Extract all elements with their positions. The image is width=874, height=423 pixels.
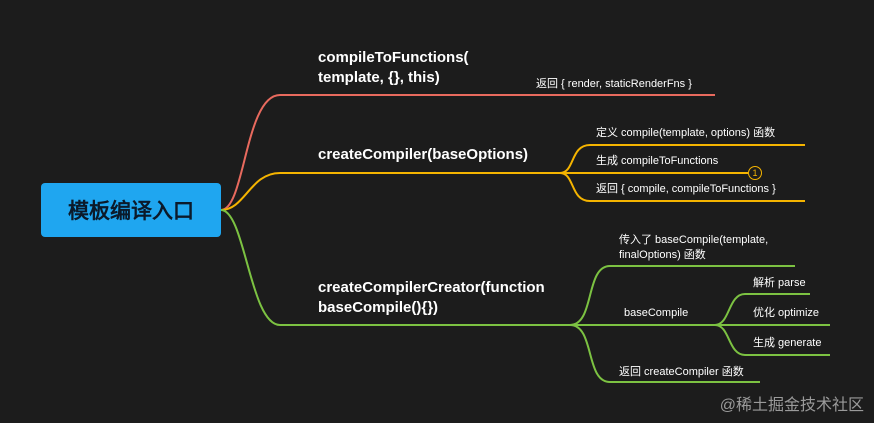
- branch-2-child-2: 生成 compileToFunctions: [596, 155, 719, 167]
- connector-b3-child-3: [569, 324, 760, 383]
- basecompile-child-parse: 解析 parse: [753, 277, 806, 289]
- connector-branch-2: [220, 172, 575, 211]
- connector-b2-child-1: [559, 144, 805, 174]
- basecompile-child-optimize: 优化 optimize: [753, 307, 820, 319]
- basecompile-child-generate: 生成 generate: [753, 337, 822, 349]
- branch-3-child-1-line2: finalOptions) 函数: [619, 249, 706, 261]
- branch-3-title-line2: baseCompile(){}): [318, 299, 439, 316]
- watermark: @稀土掘金技术社区: [719, 397, 864, 414]
- connector-b2-child-3: [559, 172, 805, 202]
- branch-3-child-1: 传入了 baseCompile(template, finalOptions) …: [619, 233, 768, 263]
- root-node: 模板编译入口: [41, 183, 221, 237]
- connector-branch-1: [220, 94, 715, 211]
- branch-2-badge: 1: [748, 166, 762, 180]
- branch-2-child-1: 定义 compile(template, options) 函数: [596, 127, 776, 139]
- branch-3-child-3: 返回 createCompiler 函数: [619, 366, 744, 378]
- branch-2-title: createCompiler(baseOptions): [318, 146, 529, 163]
- branch-1-title-line1: compileToFunctions(: [318, 49, 469, 66]
- connector-b3-child-1: [569, 265, 795, 326]
- branch-3-title: createCompilerCreator(function baseCompi…: [318, 278, 545, 318]
- branch-2-child-3: 返回 { compile, compileToFunctions }: [596, 183, 776, 195]
- branch-1-title-line2: template, {}, this): [318, 69, 440, 86]
- branch-1-child-1: 返回 { render, staticRenderFns }: [536, 78, 692, 90]
- branch-3-title-line1: createCompilerCreator(function: [318, 279, 545, 296]
- connector-generate: [714, 324, 830, 356]
- connector-parse: [714, 293, 810, 326]
- basecompile-node: baseCompile: [624, 307, 689, 319]
- branch-3-child-1-line1: 传入了 baseCompile(template,: [619, 234, 769, 246]
- branch-1-title: compileToFunctions( template, {}, this): [318, 48, 469, 88]
- connector-branch-3: [220, 209, 580, 326]
